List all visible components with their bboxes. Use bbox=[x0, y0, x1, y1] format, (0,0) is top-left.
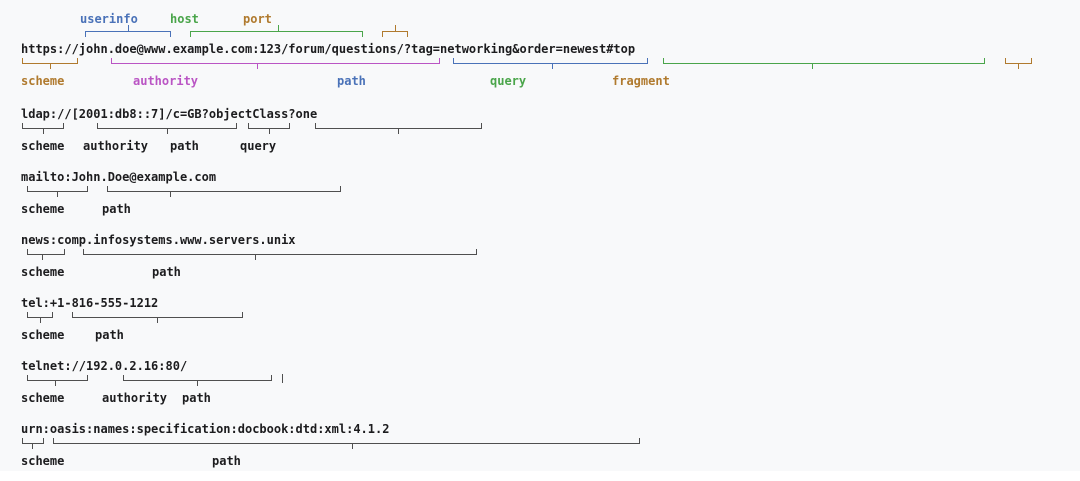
uri-text: tel:+1-816-555-1212 bbox=[21, 296, 159, 310]
label-authority: authority bbox=[133, 74, 199, 88]
fragment-bracket-tick bbox=[1018, 64, 1019, 69]
uri-text: ldap://[2001:db8::7]/c=GB?objectClass?on… bbox=[21, 107, 318, 121]
path-bracket bbox=[72, 312, 243, 318]
path-bracket-tick bbox=[170, 192, 171, 197]
path-bracket-tick bbox=[352, 444, 353, 449]
query-bracket bbox=[315, 123, 482, 129]
fragment-bracket bbox=[1005, 58, 1032, 64]
scheme-bracket bbox=[22, 123, 64, 129]
label-path: path bbox=[212, 454, 241, 468]
label-scheme: scheme bbox=[21, 328, 65, 342]
scheme-bracket-tick bbox=[42, 255, 43, 260]
label-port: port bbox=[243, 12, 272, 26]
uri-text: mailto:John.Doe@example.com bbox=[21, 170, 217, 184]
path-bracket-tick bbox=[255, 255, 256, 260]
label-path: path bbox=[182, 391, 211, 405]
scheme-bracket bbox=[22, 58, 78, 64]
scheme-bracket-tick bbox=[43, 129, 44, 134]
path-bracket-tick bbox=[552, 64, 553, 69]
scheme-bracket-tick bbox=[55, 381, 56, 386]
userinfo-bracket bbox=[85, 31, 171, 37]
scheme-bracket-tick bbox=[57, 192, 58, 197]
label-scheme: scheme bbox=[21, 139, 65, 153]
label-scheme: scheme bbox=[21, 454, 65, 468]
label-scheme: scheme bbox=[21, 265, 65, 279]
uri-text: news:comp.infosystems.www.servers.unix bbox=[21, 233, 296, 247]
query-bracket-tick bbox=[398, 129, 399, 134]
uri-text: https://john.doe@www.example.com:123/for… bbox=[21, 42, 636, 56]
label-fragment: fragment bbox=[612, 74, 670, 88]
scheme-bracket bbox=[27, 312, 53, 318]
footer-strip bbox=[0, 471, 1080, 481]
scheme-bracket bbox=[22, 438, 44, 444]
path-bracket-tick bbox=[157, 318, 158, 323]
port-bracket-tick bbox=[395, 25, 396, 31]
label-path: path bbox=[170, 139, 199, 153]
label-authority: authority bbox=[83, 139, 149, 153]
path-bracket bbox=[53, 438, 640, 444]
scheme-bracket-tick bbox=[40, 318, 41, 323]
authority-bracket-tick bbox=[257, 64, 258, 69]
label-path: path bbox=[95, 328, 124, 342]
path-bracket-tick bbox=[269, 129, 270, 134]
path-bracket bbox=[107, 186, 341, 192]
path-bar bbox=[282, 374, 283, 383]
label-query: query bbox=[240, 139, 277, 153]
path-bracket bbox=[453, 58, 648, 64]
label-path: path bbox=[337, 74, 366, 88]
scheme-bracket bbox=[27, 186, 88, 192]
authority-bracket bbox=[123, 375, 272, 381]
authority-bracket-tick bbox=[167, 129, 168, 134]
uri-text: urn:oasis:names:specification:docbook:dt… bbox=[21, 422, 390, 436]
scheme-bracket-tick bbox=[32, 444, 33, 449]
authority-bracket-tick bbox=[197, 381, 198, 386]
path-bracket bbox=[248, 123, 290, 129]
authority-bracket bbox=[97, 123, 237, 129]
label-host: host bbox=[170, 12, 199, 26]
path-bracket bbox=[83, 249, 477, 255]
scheme-bracket-tick bbox=[50, 64, 51, 69]
uri-text: telnet://192.0.2.16:80/ bbox=[21, 359, 188, 373]
label-path: path bbox=[152, 265, 181, 279]
authority-bracket bbox=[111, 58, 440, 64]
query-bracket-tick bbox=[812, 64, 813, 69]
query-bracket bbox=[663, 58, 985, 64]
label-userinfo: userinfo bbox=[80, 12, 138, 26]
label-scheme: scheme bbox=[21, 74, 65, 88]
host-bracket bbox=[190, 31, 363, 37]
label-path: path bbox=[102, 202, 131, 216]
userinfo-bracket-tick bbox=[128, 25, 129, 31]
label-query: query bbox=[490, 74, 527, 88]
label-scheme: scheme bbox=[21, 391, 65, 405]
label-authority: authority bbox=[102, 391, 168, 405]
host-bracket-tick bbox=[278, 25, 279, 31]
scheme-bracket bbox=[27, 249, 65, 255]
port-bracket bbox=[382, 31, 408, 37]
label-scheme: scheme bbox=[21, 202, 65, 216]
scheme-bracket bbox=[27, 375, 88, 381]
